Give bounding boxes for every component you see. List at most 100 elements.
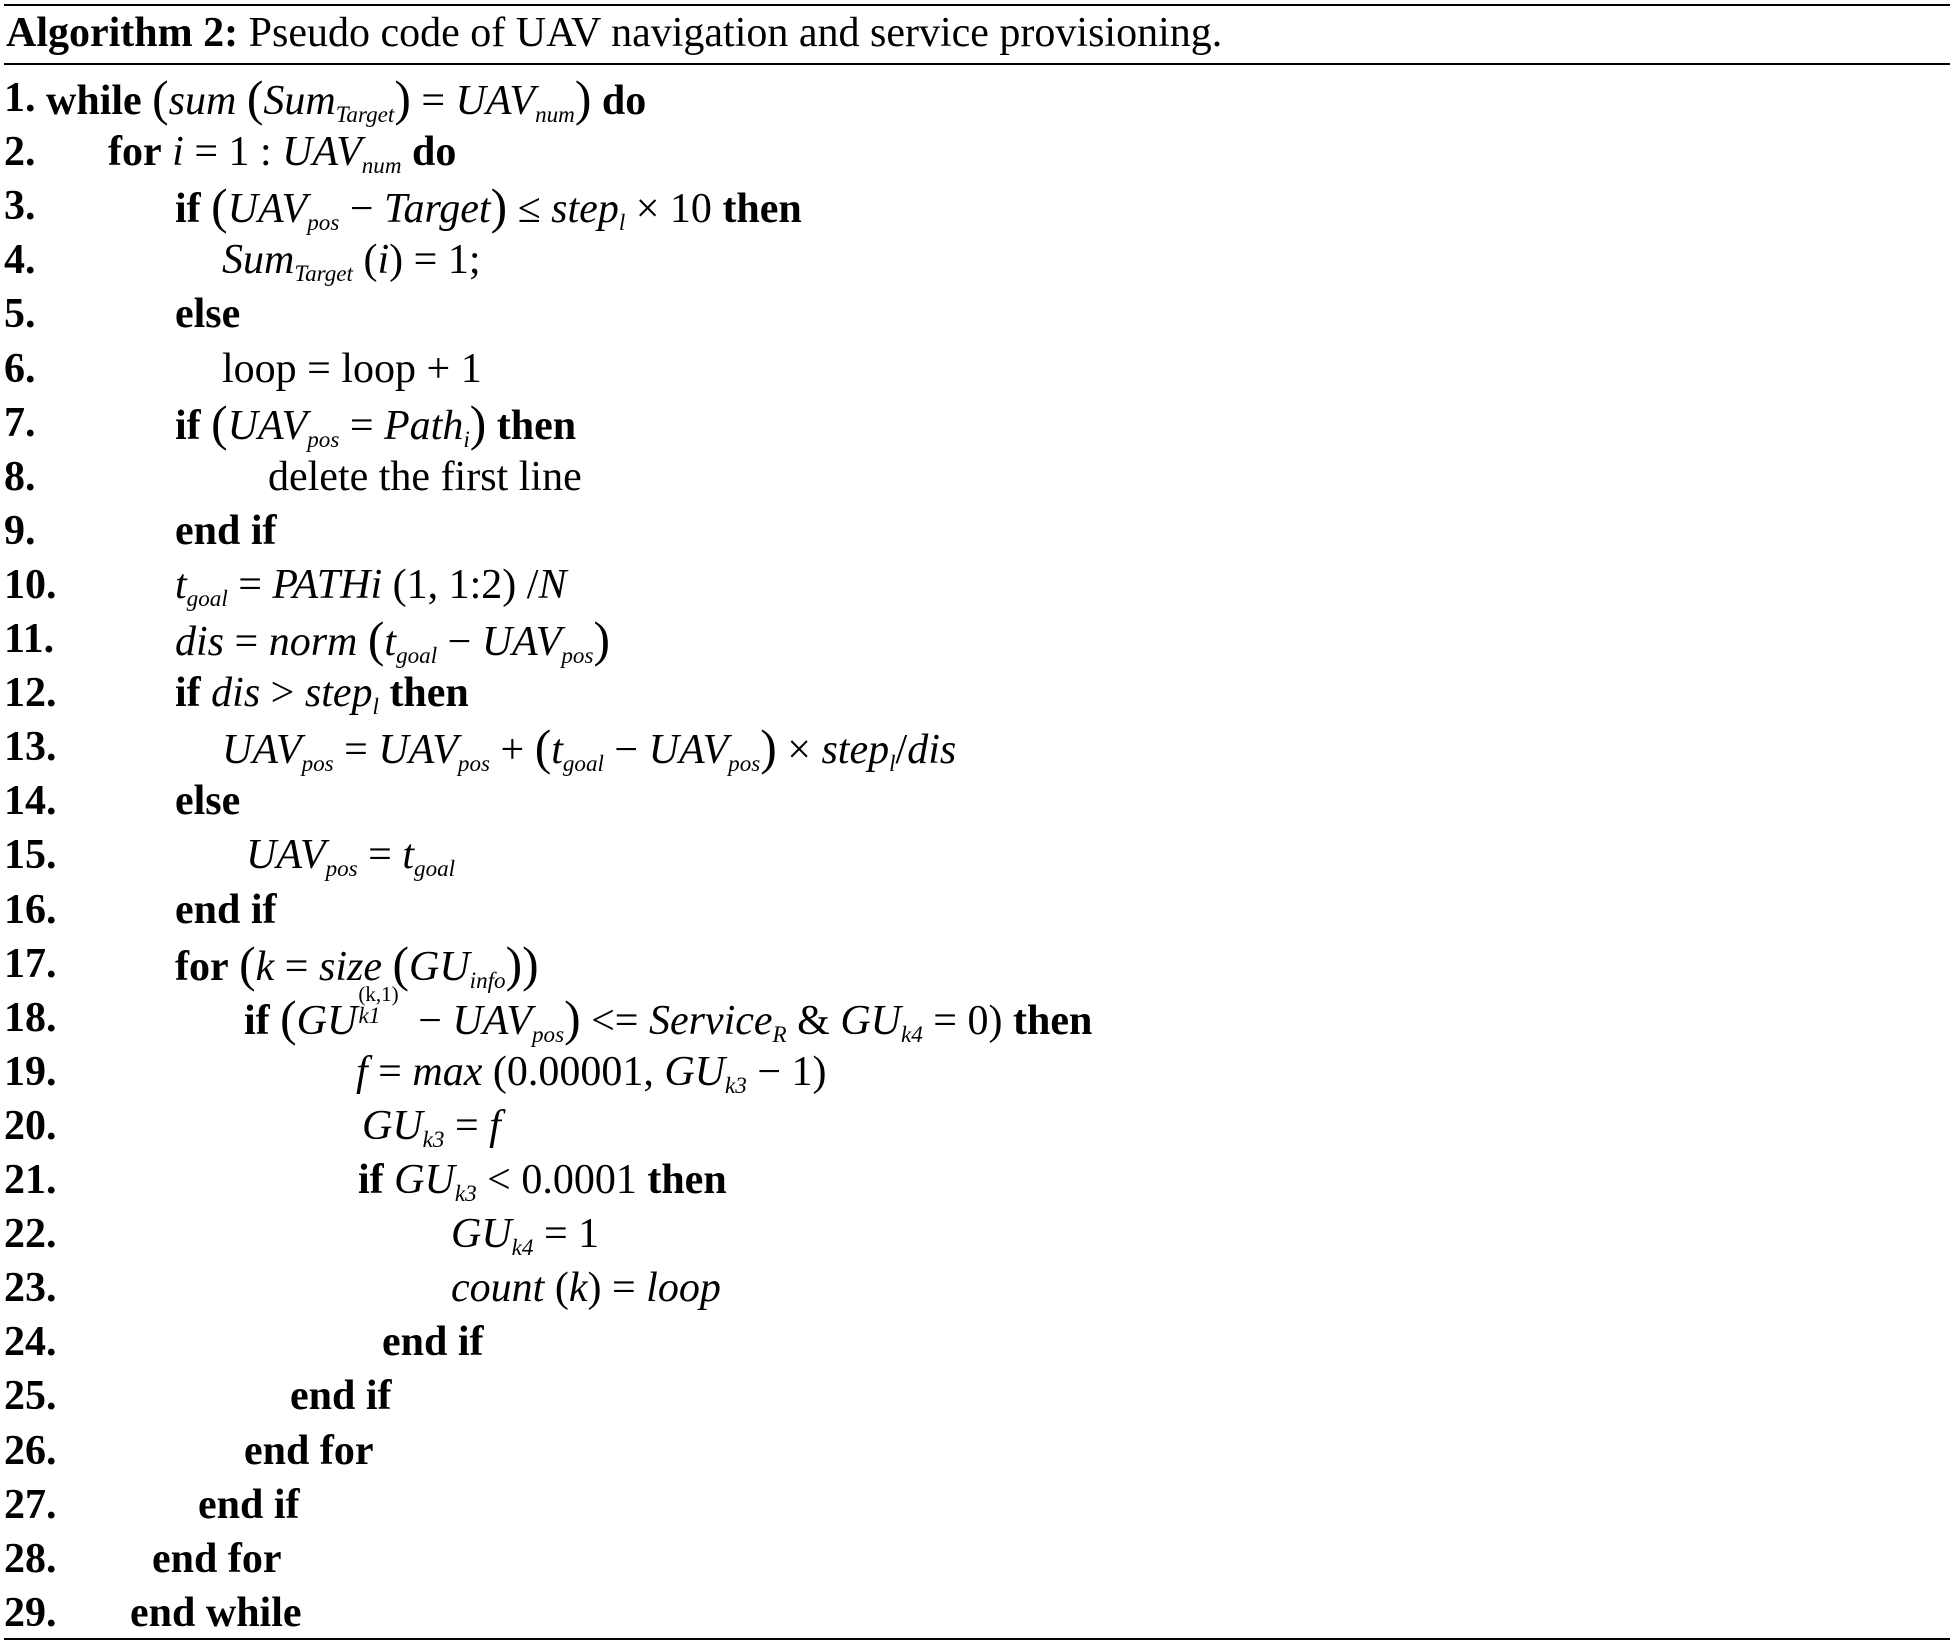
line-code: else — [175, 287, 240, 341]
text: ) = 1; — [389, 237, 481, 284]
line-code: delete the first line — [268, 450, 582, 504]
code-line: 22.GUk4 = 1 — [0, 1207, 1954, 1261]
bracket: ( — [534, 720, 552, 776]
text: − 1) — [746, 1048, 827, 1095]
line-code: end for — [152, 1532, 282, 1586]
line-code: loop = loop + 1 — [222, 342, 482, 396]
subscript: Target — [294, 260, 353, 287]
math-var: f — [356, 1048, 368, 1095]
bottom-rule — [4, 1638, 1950, 1640]
text: = — [227, 561, 273, 608]
code-line: 17.for (k = size (GUinfo)) — [0, 936, 1954, 993]
bracket: ( — [392, 936, 409, 992]
line-number: 23. — [4, 1265, 57, 1312]
text: = — [444, 1102, 490, 1149]
subscript: R — [772, 1020, 787, 1047]
text — [201, 403, 212, 449]
keyword: end while — [130, 1589, 302, 1636]
math-var: f — [489, 1102, 501, 1149]
line-number: 1. — [4, 75, 36, 121]
header-rule — [4, 63, 1950, 65]
math-var: t — [402, 832, 415, 879]
line-number: 5. — [4, 291, 36, 338]
math-var: max — [412, 1048, 483, 1095]
algorithm-caption: Pseudo code of UAV navigation and servic… — [248, 10, 1223, 56]
code-line: 15.UAVpos = tgoal — [0, 828, 1954, 882]
bracket: ) — [490, 179, 508, 235]
keyword: then — [647, 1157, 727, 1203]
text: = — [357, 832, 403, 879]
subscript: pos — [307, 425, 340, 452]
keyword: do — [412, 129, 457, 176]
keyword: then — [389, 670, 469, 717]
subscript: goal — [414, 855, 456, 882]
text: & — [786, 997, 841, 1044]
keyword: end if — [175, 507, 277, 554]
line-code: end if — [175, 504, 277, 558]
code-line: 4.SumTarget (i) = 1; — [0, 233, 1954, 287]
line-number: 14. — [4, 778, 57, 825]
subscript: l — [618, 209, 626, 236]
line-number: 10. — [4, 561, 57, 608]
math-var: GU — [664, 1048, 726, 1095]
line-code: tgoal = PATHi (1, 1:2) /N — [175, 558, 566, 625]
math-var: GU — [840, 997, 901, 1044]
code-line: 23.count (k) = loop — [0, 1261, 1954, 1315]
math-var: step — [821, 727, 890, 774]
math-var: UAV — [452, 997, 532, 1044]
text — [402, 129, 413, 175]
code-line: 26.end for — [0, 1424, 1954, 1478]
text — [384, 1157, 395, 1203]
text: ≤ — [507, 186, 552, 233]
line-code: if (UAVpos = Pathi) then — [175, 396, 576, 466]
keyword: if — [244, 997, 270, 1044]
math-var: dis — [211, 670, 261, 717]
algorithm-title: Algorithm 2: Pseudo code of UAV navigati… — [6, 4, 1222, 63]
subscript: l — [372, 693, 379, 720]
subscript: goal — [562, 750, 604, 777]
keyword: for — [108, 129, 162, 176]
bracket: ) — [760, 720, 777, 776]
code-line: 10.tgoal = PATHi (1, 1:2) /N — [0, 558, 1954, 612]
text: ( — [544, 1265, 569, 1312]
math-var: GU — [408, 943, 470, 990]
subscript: k4 — [900, 1020, 923, 1047]
line-number: 21. — [4, 1157, 57, 1203]
line-number: 6. — [4, 345, 36, 392]
text: (0.00001, — [482, 1048, 665, 1095]
subscript: pos — [301, 750, 334, 777]
code-line: 19.f = max (0.00001, GUk3 − 1) — [0, 1045, 1954, 1099]
keyword: for — [175, 943, 229, 990]
code-line: 3.if (UAVpos − Target) ≤ stepl × 10 then — [0, 179, 1954, 236]
keyword: if — [175, 402, 201, 449]
subscript: goal — [186, 584, 228, 611]
line-number: 15. — [4, 832, 57, 879]
math-var: UAV — [227, 186, 308, 233]
code-line: 18.if (GU(k,1)k1 − UAVpos) <= ServiceR &… — [0, 984, 1954, 1047]
bracket: ( — [152, 70, 169, 126]
math-var: N — [538, 561, 567, 608]
line-code: SumTarget (i) = 1; — [222, 233, 480, 300]
math-var: size — [318, 943, 382, 990]
code-line: 27.end if — [0, 1478, 1954, 1532]
line-code: end if — [382, 1315, 484, 1369]
top-rule — [4, 4, 1950, 6]
text: = — [333, 727, 379, 774]
text — [229, 944, 240, 990]
line-code: dis = norm (tgoal − UAVpos) — [175, 612, 610, 682]
math-var: step — [551, 186, 619, 233]
text — [357, 619, 368, 665]
text — [142, 78, 153, 124]
line-number: 18. — [4, 994, 57, 1041]
math-var: loop — [646, 1265, 721, 1312]
sup-sub-pair: (k,1)k1 — [357, 984, 407, 1034]
line-code: end for — [244, 1424, 374, 1478]
text: × 10 — [625, 186, 723, 233]
keyword: then — [722, 186, 802, 233]
math-var: Sum — [263, 78, 336, 124]
text: / — [895, 727, 908, 774]
line-number: 3. — [4, 183, 36, 230]
math-var: dis — [175, 619, 225, 665]
math-var: k — [568, 1265, 588, 1312]
code-line: 5. else — [0, 287, 1954, 341]
